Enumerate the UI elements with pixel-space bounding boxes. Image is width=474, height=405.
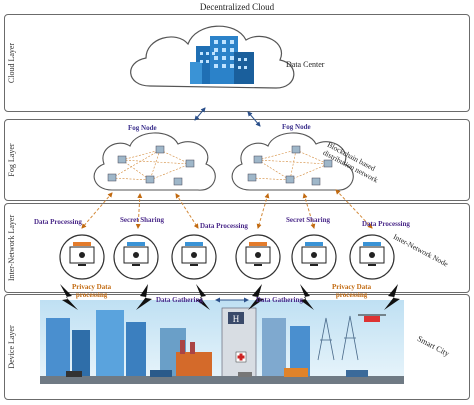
fog-node-left-cloud-icon — [93, 132, 216, 191]
privacy-left-line2: processing — [75, 291, 108, 299]
fog-internet-arrows — [81, 189, 373, 229]
data-center-label: Data Center — [286, 60, 325, 69]
label-data-processing-3: Data Processing — [362, 220, 410, 228]
label-data-processing-1: Data Processing — [34, 218, 82, 226]
fog-node-right-cloud-icon — [231, 132, 354, 191]
data-gathering-left-label: Data Gathering — [156, 296, 203, 304]
cloud-fog-arrow-right — [247, 111, 261, 127]
privacy-right-label: Privacy Data processing — [332, 283, 371, 299]
privacy-left-line1: Privacy Data — [72, 283, 112, 291]
label-secret-sharing-2: Secret Sharing — [286, 216, 331, 224]
internetwork-node-2-icon — [113, 234, 159, 280]
fog-node-left-label: Fog Node — [128, 124, 157, 132]
diagram-title: Decentralized Cloud — [199, 2, 275, 12]
privacy-right-line2: processing — [335, 291, 368, 299]
label-data-processing-2: Data Processing — [200, 222, 248, 230]
svg-text:H: H — [233, 314, 240, 324]
cloud-fog-arrow-left — [194, 107, 206, 121]
fog-right-mesh — [251, 149, 329, 181]
data-gathering-right-label: Data Gathering — [256, 296, 303, 304]
smart-city-scene-icon: H — [40, 300, 404, 384]
fog-left-mesh — [111, 149, 191, 181]
fog-node-right-label: Fog Node — [282, 123, 311, 131]
fog-device-icons — [107, 145, 333, 186]
internetwork-node-3-icon — [171, 234, 217, 280]
internetwork-node-4-icon — [235, 234, 281, 280]
internetwork-node-5-icon — [291, 234, 337, 280]
privacy-left-label: Privacy Data processing — [72, 283, 111, 299]
wireless-bolt-icons — [60, 284, 400, 310]
label-secret-sharing-1: Secret Sharing — [120, 216, 165, 224]
internetwork-node-6-icon — [349, 234, 395, 280]
privacy-right-line1: Privacy Data — [332, 283, 372, 291]
internetwork-nodes — [59, 234, 395, 280]
fog-layer-box: Fog Layer — [4, 119, 470, 201]
internetwork-node-1-icon — [59, 234, 105, 280]
data-center-building-icon — [190, 36, 254, 84]
